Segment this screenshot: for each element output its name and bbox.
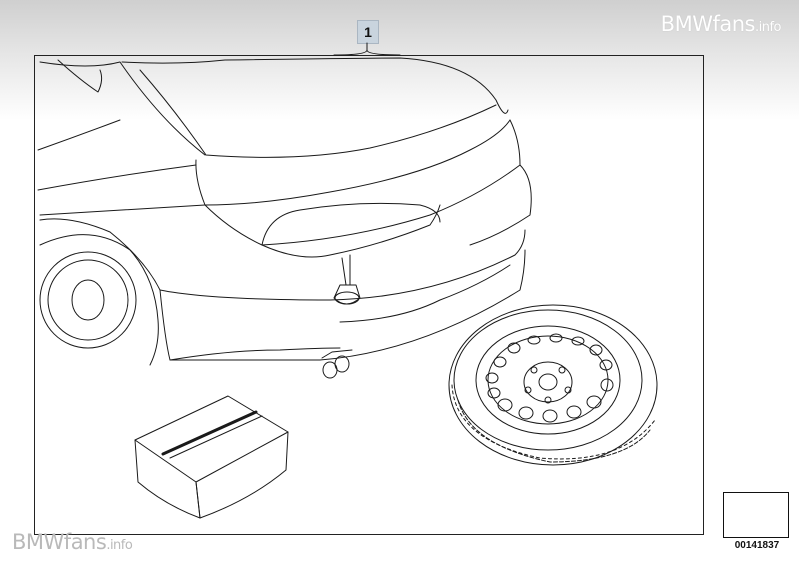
watermark-top-suffix: .info — [754, 20, 782, 35]
kit-box-icon — [134, 395, 289, 519]
callout-leader — [333, 42, 401, 56]
callout-label[interactable]: 1 — [357, 20, 379, 44]
reference-box — [723, 492, 789, 538]
car-rear-icon — [37, 57, 532, 379]
watermark-bottom-bmw: BMW — [12, 530, 64, 554]
diagram-frame — [34, 55, 704, 535]
watermark-bottom: BMWfans.info — [12, 530, 133, 554]
watermark-bottom-suffix: .info — [106, 538, 133, 553]
watermark-bottom-fans: fans — [63, 530, 107, 554]
watermark-top: BMWfans.info — [660, 12, 782, 36]
spare-wheel-icon — [448, 304, 658, 466]
watermark-top-main: BMWfans — [660, 12, 756, 36]
reference-number: 00141837 — [734, 540, 780, 551]
